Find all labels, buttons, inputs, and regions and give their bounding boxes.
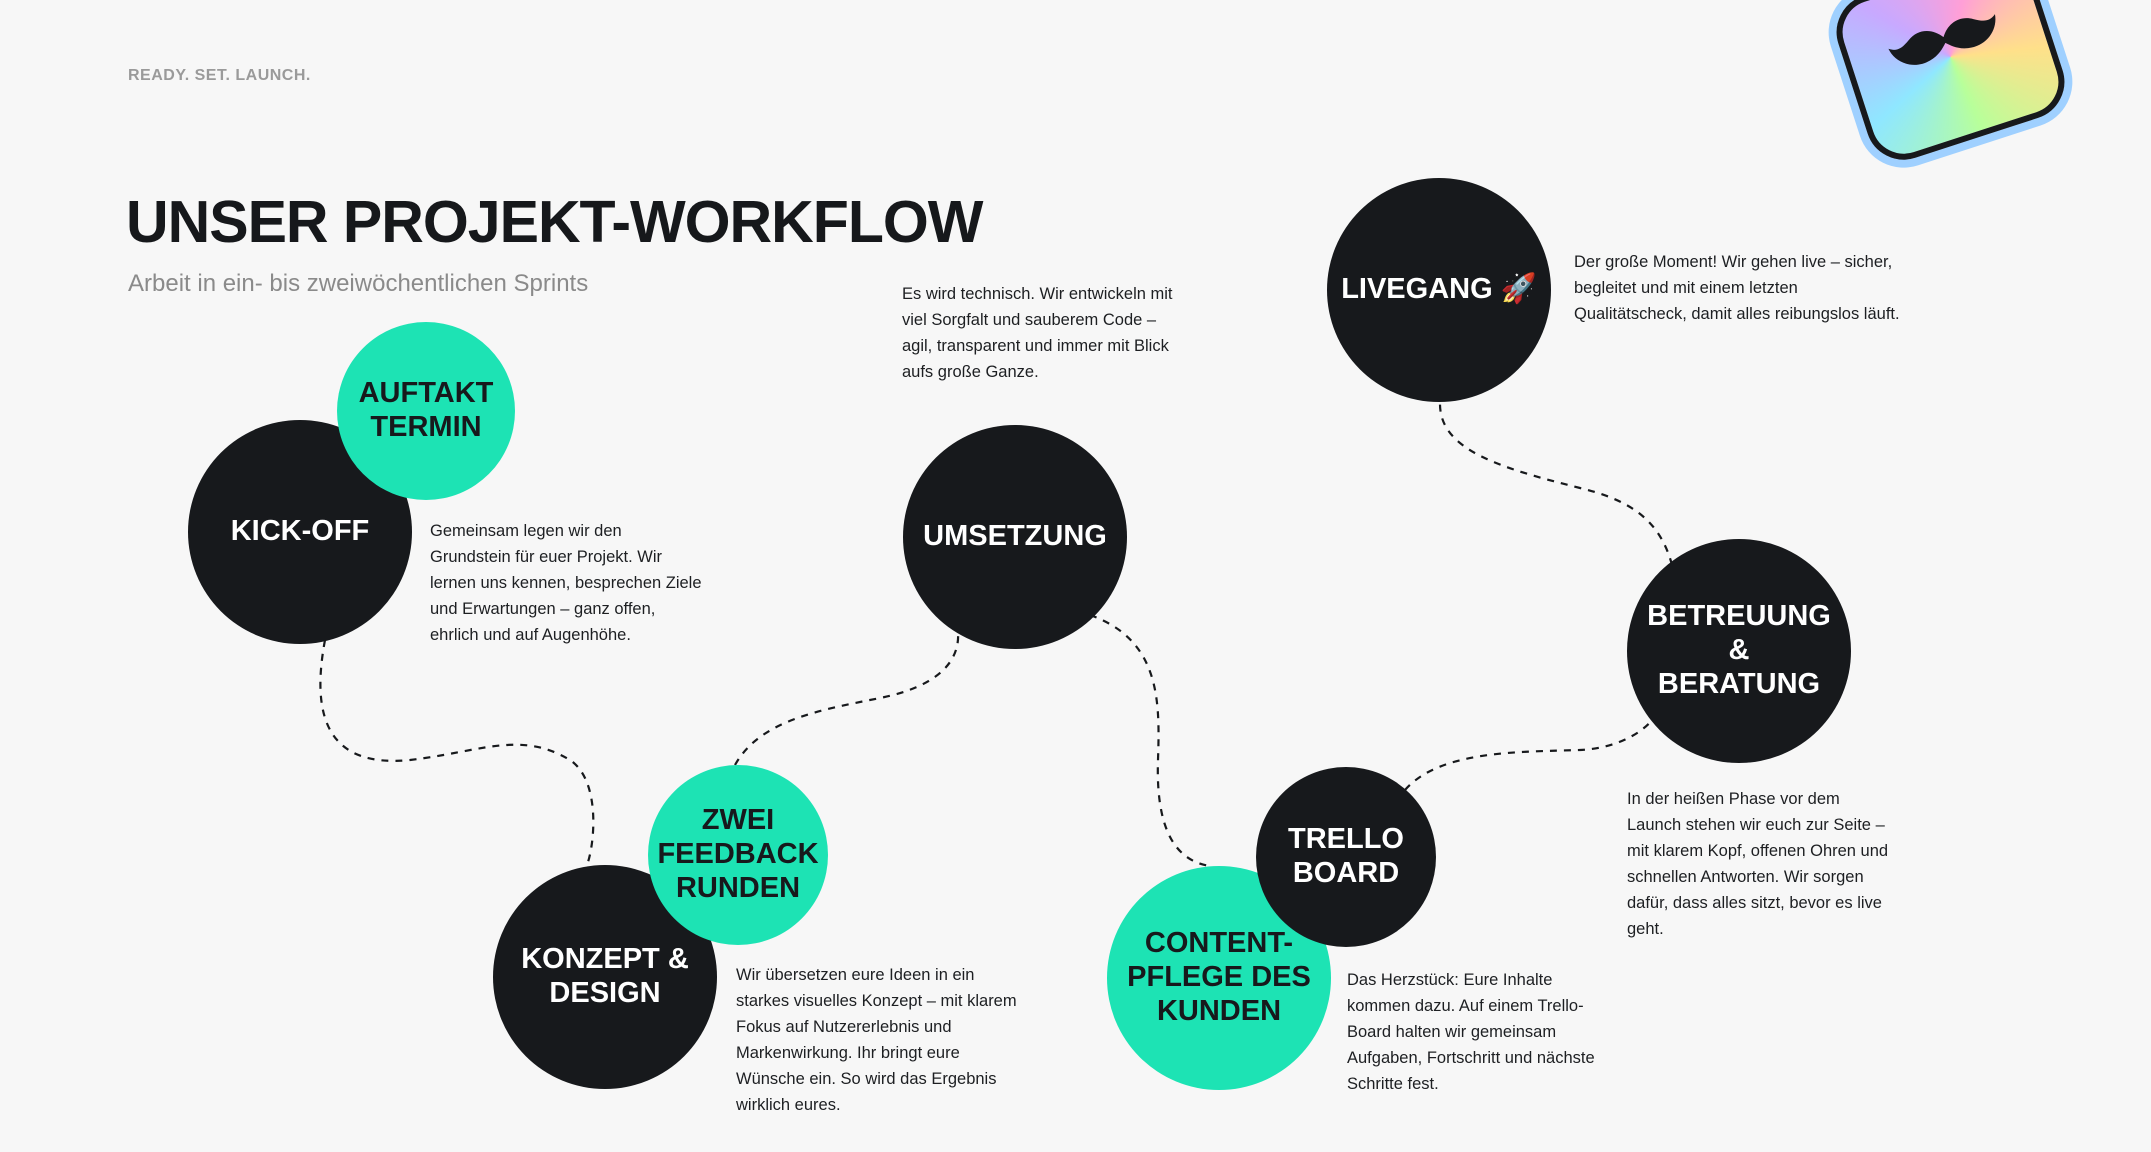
connector-umsetzung-content <box>1089 613 1211 868</box>
description-umsetzung: Es wird technisch. Wir entwickeln mit vi… <box>902 285 1173 381</box>
page-subtitle: Arbeit in ein- bis zweiwöchentlichen Spr… <box>128 270 589 297</box>
node-auftakt-termin: AUFTAKT TERMIN <box>337 322 515 500</box>
description-kickoff: Gemeinsam legen wir den Grundstein für e… <box>430 522 702 644</box>
node-zwei-feedback-runden: ZWEI FEEDBACK RUNDEN <box>648 765 828 945</box>
description-livegang: Der große Moment! Wir gehen live – siche… <box>1574 253 1900 323</box>
node-label: BETREUUNG & BERATUNG <box>1647 600 1831 700</box>
connector-kickoff-konzept <box>319 639 595 863</box>
node-umsetzung: UMSETZUNG <box>903 425 1127 649</box>
node-livegang: LIVEGANG 🚀 <box>1327 178 1551 402</box>
connector-trello-betreuung <box>1404 707 1662 791</box>
node-betreuung-beratung: BETREUUNG & BERATUNG <box>1627 539 1851 763</box>
eyebrow: READY. SET. LAUNCH. <box>128 67 311 84</box>
node-content-pflege: CONTENT- PFLEGE DES KUNDEN <box>1107 866 1331 1090</box>
connector-feedback-umsetzung <box>734 631 960 766</box>
node-label: TRELLO BOARD <box>1288 823 1404 889</box>
node-label: ZWEI FEEDBACK RUNDEN <box>657 804 819 904</box>
node-konzept-design: KONZEPT & DESIGN <box>493 865 717 1089</box>
connector-betreuung-livegang <box>1438 403 1674 566</box>
node-label: KICK-OFF <box>230 515 370 548</box>
node-label: AUFTAKT TERMIN <box>358 377 494 443</box>
node-label: KONZEPT & DESIGN <box>521 943 689 1009</box>
node-label: UMSETZUNG <box>923 520 1107 553</box>
description-betreuung-beratung: In der heißen Phase vor dem Launch stehe… <box>1627 790 1889 938</box>
node-label: LIVEGANG 🚀 <box>1341 273 1537 306</box>
mustache-icon <box>1888 14 1996 65</box>
app-logo <box>1826 0 2075 170</box>
page-title: UNSER PROJEKT-WORKFLOW <box>126 189 983 255</box>
description-trello-board: Das Herzstück: Eure Inhalte kommen dazu.… <box>1347 971 1595 1093</box>
node-label: CONTENT- PFLEGE DES KUNDEN <box>1127 927 1311 1027</box>
description-konzept-design: Wir übersetzen eure Ideen in ein starkes… <box>736 966 1017 1114</box>
node-trello-board: TRELLO BOARD <box>1256 767 1436 947</box>
